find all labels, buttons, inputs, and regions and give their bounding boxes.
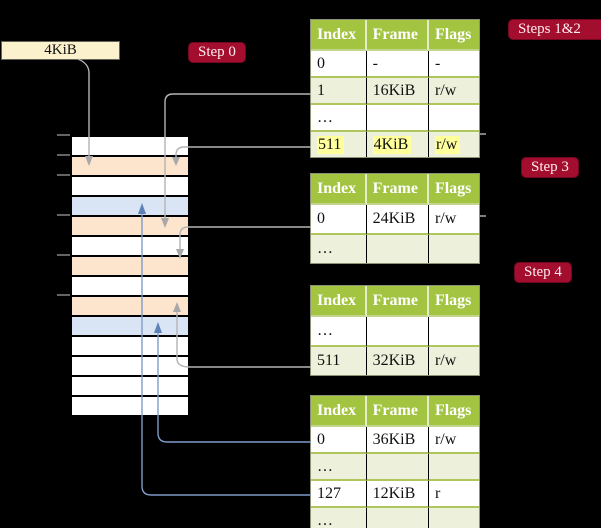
cell-flags: [428, 317, 479, 347]
table-row: …: [311, 317, 479, 347]
highlighted-value: 511: [317, 135, 345, 154]
arrow-table1-4kib-to-frame: [175, 146, 311, 157]
highlighted-value: r/w: [434, 135, 461, 154]
page-table-steps-1-2: Index Frame Flags 0 - - 1 16KiB r/w … 51…: [310, 19, 480, 158]
badge-steps-1-2: Steps 1&2: [508, 19, 601, 40]
table-row: 1 16KiB r/w: [311, 78, 479, 105]
cell-flags: [428, 235, 479, 263]
cell-frame: 24KiB: [366, 205, 429, 235]
cell-frame: 32KiB: [366, 347, 429, 375]
memory-frame: [72, 137, 188, 157]
page-table-step-4: Index Frame Flags … 511 32KiB r/w: [310, 285, 480, 376]
cell-frame: -: [366, 51, 429, 78]
header-frame: Frame: [366, 174, 429, 205]
frame-boundary-ticks: [57, 134, 70, 296]
table-row: …: [311, 508, 479, 528]
header-index: Index: [311, 20, 367, 51]
header-flags: Flags: [428, 174, 479, 205]
table-header-row: Index Frame Flags: [311, 20, 479, 51]
cell-flags: [428, 105, 479, 132]
frame-size-label: 4KiB: [1, 41, 120, 60]
memory-frame: [72, 397, 188, 415]
cell-index: 511: [311, 132, 367, 157]
cell-frame: [366, 317, 429, 347]
memory-frame: [72, 177, 188, 197]
cell-index: …: [311, 105, 367, 132]
table-row-highlighted: 511 4KiB r/w: [311, 132, 479, 157]
cell-index: …: [311, 317, 367, 347]
cell-flags: r/w: [428, 78, 479, 105]
cell-frame: 36KiB: [366, 427, 429, 454]
cell-flags: r/w: [428, 132, 479, 157]
cell-index: …: [311, 454, 367, 481]
cell-index: …: [311, 508, 367, 528]
cell-index: 0: [311, 427, 367, 454]
highlighted-value: 4KiB: [372, 135, 412, 154]
cell-index: 1: [311, 78, 367, 105]
header-flags: Flags: [428, 396, 479, 427]
cell-flags: r: [428, 481, 479, 508]
table-row: 511 32KiB r/w: [311, 347, 479, 375]
badge-step-4: Step 4: [514, 262, 572, 283]
table-row: 0 - -: [311, 51, 479, 78]
memory-frame-page-table: [72, 157, 188, 177]
table-row: 0 24KiB r/w: [311, 205, 479, 235]
cell-frame: 4KiB: [366, 132, 429, 157]
arrow-table3-32kib-to-frame: [176, 312, 311, 368]
header-index: Index: [311, 174, 367, 205]
table-row: …: [311, 235, 479, 263]
memory-frame: [72, 357, 188, 377]
badge-step-0: Step 0: [188, 42, 246, 63]
table-row: 127 12KiB r: [311, 481, 479, 508]
table-header-row: Index Frame Flags: [311, 286, 479, 317]
page-table-step-3: Index Frame Flags 0 24KiB r/w …: [310, 173, 480, 264]
memory-frame-data-page: [72, 317, 188, 337]
cell-index: …: [311, 235, 367, 263]
header-frame: Frame: [366, 396, 429, 427]
memory-frame: [72, 237, 188, 257]
table-row: …: [311, 105, 479, 132]
cell-frame: [366, 454, 429, 481]
memory-frame-page-table: [72, 217, 188, 237]
cell-flags: [428, 454, 479, 481]
memory-frame: [72, 337, 188, 357]
header-flags: Flags: [428, 286, 479, 317]
memory-frame: [72, 377, 188, 397]
cell-index: 511: [311, 347, 367, 375]
table-header-row: Index Frame Flags: [311, 396, 479, 427]
badge-step-3: Step 3: [521, 157, 579, 178]
memory-frame-data-page: [72, 197, 188, 217]
cell-frame: 12KiB: [366, 481, 429, 508]
cell-frame: [366, 235, 429, 263]
cell-flags: r/w: [428, 347, 479, 375]
cell-flags: -: [428, 51, 479, 78]
physical-memory-column: [70, 135, 190, 417]
arrow-table2-24kib-to-frame: [179, 226, 311, 249]
table-header-row: Index Frame Flags: [311, 174, 479, 205]
memory-frame: [72, 277, 188, 297]
cell-frame: [366, 508, 429, 528]
header-frame: Frame: [366, 20, 429, 51]
cell-frame: 16KiB: [366, 78, 429, 105]
cell-flags: [428, 508, 479, 528]
page-table-leaf: Index Frame Flags 0 36KiB r/w … 127 12Ki…: [310, 395, 480, 528]
header-flags: Flags: [428, 20, 479, 51]
cell-index: 0: [311, 205, 367, 235]
table-row: …: [311, 454, 479, 481]
cell-flags: r/w: [428, 427, 479, 454]
header-index: Index: [311, 286, 367, 317]
table-row: 0 36KiB r/w: [311, 427, 479, 454]
memory-frame-page-table: [72, 257, 188, 277]
cell-index: 127: [311, 481, 367, 508]
cell-flags: r/w: [428, 205, 479, 235]
memory-frame-page-table: [72, 297, 188, 317]
cell-frame: [366, 105, 429, 132]
header-frame: Frame: [366, 286, 429, 317]
cell-index: 0: [311, 51, 367, 78]
header-index: Index: [311, 396, 367, 427]
